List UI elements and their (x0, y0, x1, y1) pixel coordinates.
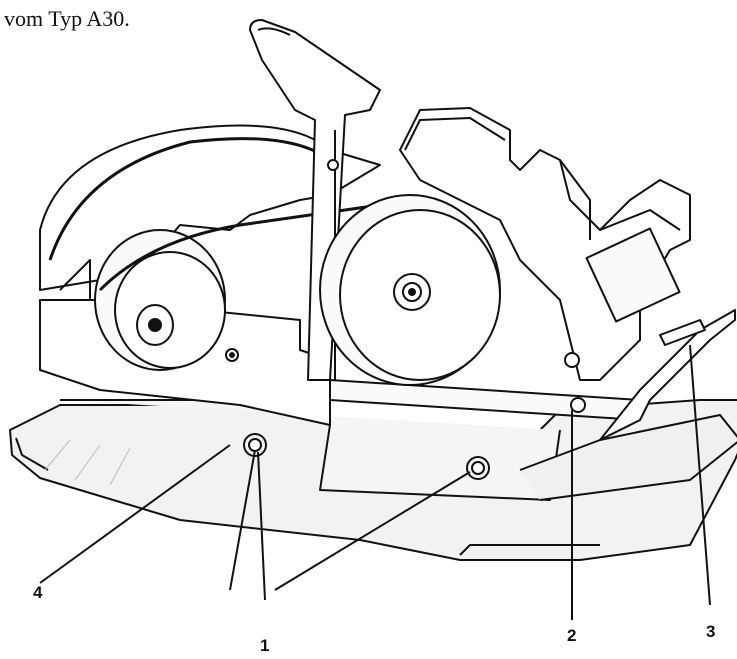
bolt-rear (570, 397, 586, 413)
callout-2: 2 (567, 626, 577, 645)
callout-1: 1 (260, 636, 270, 655)
callout-4: 4 (33, 583, 43, 602)
handle-bracket (599, 309, 736, 441)
bolt-engine (564, 352, 580, 368)
bolts (243, 159, 586, 480)
caption-text: vom Typ A30. (4, 6, 130, 31)
large-pulley (319, 194, 501, 386)
bolt-housing (327, 159, 339, 171)
callout-leaders (39, 344, 711, 620)
engine-body (399, 107, 691, 381)
callout-3: 3 (706, 622, 716, 641)
small-pulley (94, 229, 226, 371)
